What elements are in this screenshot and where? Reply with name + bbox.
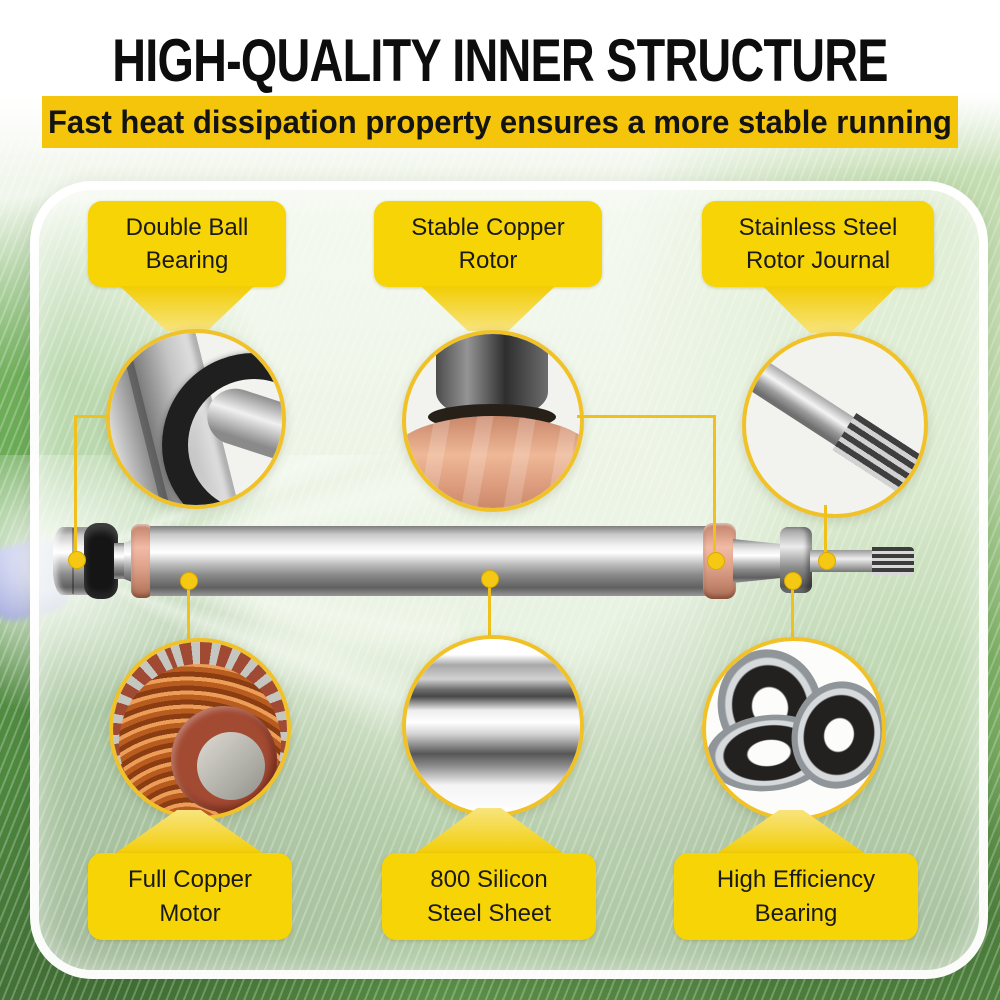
journal-rod bbox=[746, 336, 924, 514]
zoom-circle-copper-rotor bbox=[402, 330, 584, 512]
zoom-circle-ball-bearings bbox=[702, 637, 886, 821]
callout-label-800-silicon-steel-sheet: 800 Silicon Steel Sheet bbox=[382, 853, 596, 940]
steel-sheet-surface bbox=[406, 639, 580, 813]
leader-line bbox=[713, 415, 716, 555]
shaft-step-section bbox=[733, 539, 783, 583]
leader-dot-bearing bbox=[68, 551, 86, 569]
callout-label-stainless-steel-rotor-journal: Stainless Steel Rotor Journal bbox=[702, 201, 934, 287]
journal-splined-section bbox=[832, 412, 924, 514]
leader-line bbox=[74, 415, 77, 555]
journal-smooth-section bbox=[746, 336, 856, 447]
shaft-left-seal-ring bbox=[84, 523, 118, 599]
callout-label-double-ball-bearing: Double Ball Bearing bbox=[88, 201, 286, 287]
leader-line bbox=[791, 586, 794, 640]
zoom-circle-double-ball-bearing bbox=[106, 329, 286, 509]
leader-line bbox=[75, 415, 109, 418]
leader-line bbox=[577, 415, 716, 418]
subtitle-text: Fast heat dissipation property ensures a… bbox=[48, 103, 952, 140]
rotor-main-cylinder bbox=[150, 526, 708, 596]
callout-label-full-copper-motor: Full Copper Motor bbox=[88, 853, 292, 940]
leader-dot-copper-ring bbox=[707, 552, 725, 570]
copper-facet-highlights bbox=[406, 416, 580, 508]
callout-label-stable-copper-rotor: Stable Copper Rotor bbox=[374, 201, 602, 287]
zoom-circle-stainless-journal bbox=[742, 332, 928, 518]
leader-line bbox=[488, 583, 491, 637]
page-title: HIGH-QUALITY INNER STRUCTURE bbox=[112, 27, 888, 94]
callout-label-high-efficiency-bearing: High Efficiency Bearing bbox=[674, 853, 918, 940]
shaft-splined-tip bbox=[872, 547, 914, 575]
rotor-copper-ring-left bbox=[131, 524, 153, 598]
subtitle-banner: Fast heat dissipation property ensures a… bbox=[42, 96, 958, 148]
leader-line bbox=[187, 585, 190, 640]
zoom-circle-silicon-steel-sheet bbox=[402, 635, 584, 817]
leader-dot-journal bbox=[818, 552, 836, 570]
rotor-bore bbox=[197, 732, 265, 800]
leader-dot-motor bbox=[180, 572, 198, 590]
leader-dot-end-bearing bbox=[784, 572, 802, 590]
rotor-copper-end-ring bbox=[406, 416, 580, 508]
leader-dot-steel-sheet bbox=[481, 570, 499, 588]
zoom-circle-copper-motor bbox=[109, 638, 291, 820]
leader-line bbox=[824, 505, 827, 555]
